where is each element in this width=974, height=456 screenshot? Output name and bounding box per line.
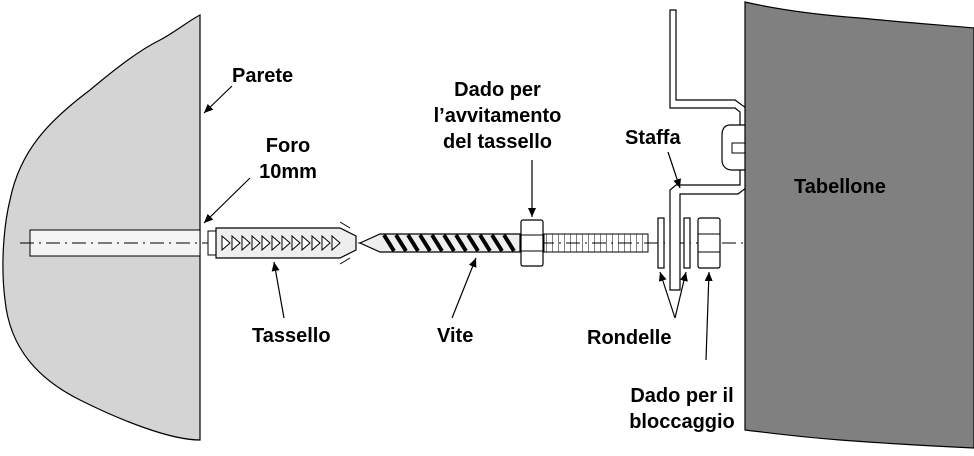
- screw-thread: [502, 233, 516, 253]
- foro-arrow: [203, 177, 251, 224]
- plug-tooth: [251, 234, 261, 252]
- vite-arrow: [451, 257, 477, 319]
- washer-left: [657, 217, 665, 269]
- screw: [358, 233, 649, 253]
- screw-thread: [418, 233, 432, 253]
- parete-arrow: [203, 85, 233, 114]
- label-rondelle: Rondelle: [587, 327, 672, 349]
- screw-thread: [454, 233, 468, 253]
- dado-bloc-arrow: [704, 271, 713, 361]
- label-dado-avv-line1: Dado per: [454, 79, 541, 101]
- washer-right: [683, 217, 691, 269]
- label-vite: Vite: [437, 325, 474, 347]
- label-foro-line1: Foro: [265, 135, 311, 157]
- screw-thread: [430, 233, 444, 253]
- label-dado-avv-line2: l’avvitamento: [433, 105, 562, 127]
- label-foro-line2: 10mm: [259, 161, 317, 183]
- staffa-arrow: [667, 151, 681, 189]
- rondelle-arrow-right: [674, 271, 688, 319]
- label-dado-avv-line3: del tassello: [443, 131, 552, 153]
- plug-tooth: [331, 234, 341, 252]
- label-tabellone: Tabellone: [794, 176, 886, 198]
- plug-tooth: [281, 234, 291, 252]
- plug-tooth: [241, 234, 251, 252]
- label-tassello: Tassello: [252, 325, 331, 347]
- tassello-arrow: [271, 261, 285, 319]
- screw-thread: [394, 233, 408, 253]
- plug-tooth: [221, 234, 231, 252]
- label-dado-bloc-line1: Dado per il: [630, 385, 734, 407]
- screw-thread: [478, 233, 492, 253]
- plug-tooth: [311, 234, 321, 252]
- plug-tooth: [321, 234, 331, 252]
- plug-tooth: [271, 234, 281, 252]
- screw-thread: [382, 233, 396, 253]
- screw-thread: [466, 233, 480, 253]
- wall-shape: [2, 14, 201, 441]
- label-parete: Parete: [232, 65, 294, 87]
- screw-thread: [406, 233, 420, 253]
- label-dado-bloc-line2: bloccaggio: [629, 411, 735, 433]
- label-staffa: Staffa: [625, 127, 681, 149]
- wall-plug: [207, 221, 357, 265]
- screw-thread: [442, 233, 456, 253]
- locking-nut: [697, 217, 721, 269]
- screw-nut: [520, 219, 544, 267]
- plug-tooth: [291, 234, 301, 252]
- rondelle-arrow-left: [658, 271, 676, 319]
- plug-tooth: [261, 234, 271, 252]
- plug-tooth: [301, 234, 311, 252]
- board-shape: [744, 1, 974, 449]
- screw-thread: [490, 233, 504, 253]
- bracket: [669, 9, 747, 291]
- plug-tooth: [231, 234, 241, 252]
